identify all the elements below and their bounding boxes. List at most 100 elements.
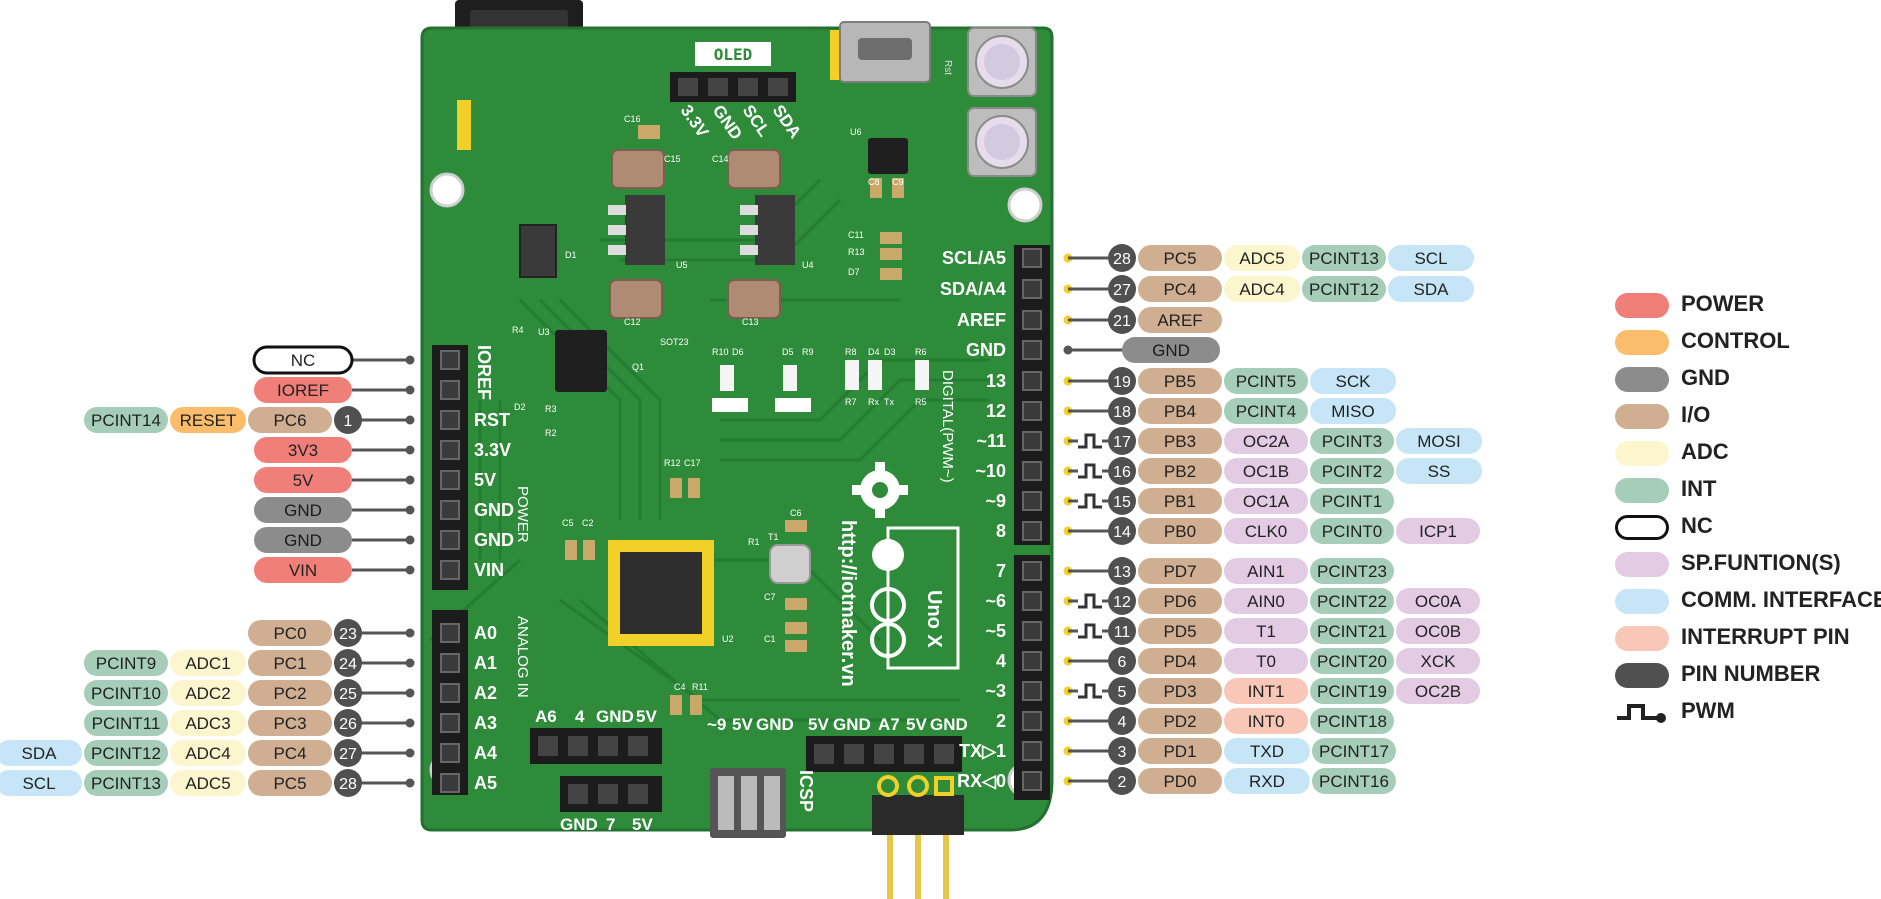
component-ref-label: C15 (664, 154, 681, 164)
pin-label-text: ADC5 (185, 774, 230, 793)
component-ref-label: C9 (892, 177, 904, 187)
pin-label-text: GND (284, 531, 322, 550)
pcb (420, 26, 1054, 832)
pin-label-gnd: GND (1122, 337, 1220, 363)
pin-label-int: PCINT16 (1312, 768, 1396, 794)
pin-label-pill (248, 680, 332, 706)
pin-number-badge (1108, 677, 1136, 705)
pin-label-text: PCINT13 (1309, 249, 1379, 268)
header-pad (440, 530, 460, 550)
legend-swatch (1615, 589, 1669, 614)
pin-label-text: PD3 (1163, 682, 1196, 701)
pin-label-pill (1396, 518, 1480, 544)
pin-label-text: PCINT17 (1319, 742, 1389, 761)
pin-number: 13 (1113, 564, 1131, 581)
pin-label-special: OC0B (1396, 618, 1480, 644)
pin-label-io: PD1 (1138, 738, 1222, 764)
legend-swatch (1615, 478, 1669, 503)
pin-label-io: PD5 (1138, 618, 1222, 644)
header-silk-label: SCL/A5 (942, 248, 1006, 268)
pin-label-text: GND (1152, 341, 1190, 360)
pin-label-io: PB2 (1138, 458, 1222, 484)
pin-label-int: PCINT3 (1310, 428, 1394, 454)
legend-label: INTERRUPT PIN (1681, 624, 1850, 649)
legend-label: PWM (1681, 698, 1735, 723)
header-pad (440, 560, 460, 580)
pin-label-text: PCINT18 (1317, 712, 1387, 731)
header-pad (440, 410, 460, 430)
component-ref-label: U4 (802, 260, 814, 270)
bottom-silk: GND (930, 715, 968, 734)
pin-number: 1 (344, 413, 353, 430)
bottom-silk: GND (596, 707, 634, 726)
pin-label-text: PC4 (273, 744, 306, 763)
leader-dot (405, 658, 415, 668)
component-ref-label: D2 (514, 402, 526, 412)
pin-label-pill (248, 740, 332, 766)
pin-label-text: SDA (22, 744, 58, 763)
pin-label-text: PCINT23 (1317, 562, 1387, 581)
pin-label-pill (1224, 648, 1308, 674)
pin-label-text: OC2A (1243, 432, 1290, 451)
left-pin-gnd-1: GND (254, 497, 460, 523)
component-ref-label: D4 (868, 347, 880, 357)
component-ref-label: R7 (845, 397, 857, 407)
pin-label-text: PD2 (1163, 712, 1196, 731)
pin-number-badge (1108, 767, 1136, 795)
pin-label-text: ADC4 (1239, 280, 1284, 299)
pwm-square-wave-icon (1078, 493, 1102, 509)
pin-label-gnd: GND (254, 527, 352, 553)
pin-number: 15 (1113, 494, 1131, 511)
arduino-board: OLED 3.3V GND SCL SDA (420, 0, 1054, 899)
pin-label-pill (1138, 307, 1222, 333)
header-pad (1022, 651, 1042, 671)
header-pad (1022, 591, 1042, 611)
pin-label-pill (1310, 518, 1394, 544)
pin-label-text: PCINT22 (1317, 592, 1387, 611)
pin-label-pill (1138, 678, 1222, 704)
pin-label-int: PCINT17 (1312, 738, 1396, 764)
pin-label-int: PCINT21 (1310, 618, 1394, 644)
header-silk-label: 12 (986, 401, 1006, 421)
left-pin-5v: 5V (254, 467, 460, 493)
pin-label-text: PB2 (1164, 462, 1196, 481)
pin-label-text: SCL (22, 774, 55, 793)
header-silk-label: A3 (474, 713, 497, 733)
pin-number: 28 (1113, 251, 1131, 268)
header-pad (1022, 681, 1042, 701)
pin-number-badge (1108, 487, 1136, 515)
header-silk-label: GND (966, 340, 1006, 360)
pin-label-text: MOSI (1417, 432, 1460, 451)
header-silkscreen: RST3.3V5VGNDGNDVINA0A1A2A3A4A5SCL/A5SDA/… (474, 114, 1006, 793)
pin-label-control: RESET (170, 407, 246, 433)
board-url: http://iotmaker.vn (837, 520, 859, 687)
pin-label-text: PC2 (273, 684, 306, 703)
pin-label-text: 5V (293, 471, 314, 490)
component-ref-label: R5 (915, 397, 927, 407)
pin-label-pill (1224, 708, 1308, 734)
header-pad (1022, 248, 1042, 268)
legend-item-pinnum: PIN NUMBER (1615, 658, 1881, 695)
power-group-label: POWER (514, 486, 531, 543)
regulator (608, 149, 795, 319)
pin-label-adc: ADC3 (170, 710, 246, 736)
pin-label-special: CLK0 (1224, 518, 1308, 544)
pin-label-special: OC2B (1396, 678, 1480, 704)
pin-label-text: PD6 (1163, 592, 1196, 611)
pin-label-power: 3V3 (254, 437, 352, 463)
pin-label-pill (1224, 558, 1308, 584)
pin-label-comm: SCK (1310, 368, 1396, 394)
pin-label-text: T0 (1256, 652, 1276, 671)
component-ref-label: D5 (782, 347, 794, 357)
pin-label-pill (1224, 618, 1308, 644)
pin-label-pill (1224, 768, 1310, 794)
legend-swatch (1615, 663, 1669, 688)
component-ref-label: C5 (562, 518, 574, 528)
legend-item-special: SP.FUNTION(S) (1615, 547, 1881, 584)
header-pad (1022, 521, 1042, 541)
